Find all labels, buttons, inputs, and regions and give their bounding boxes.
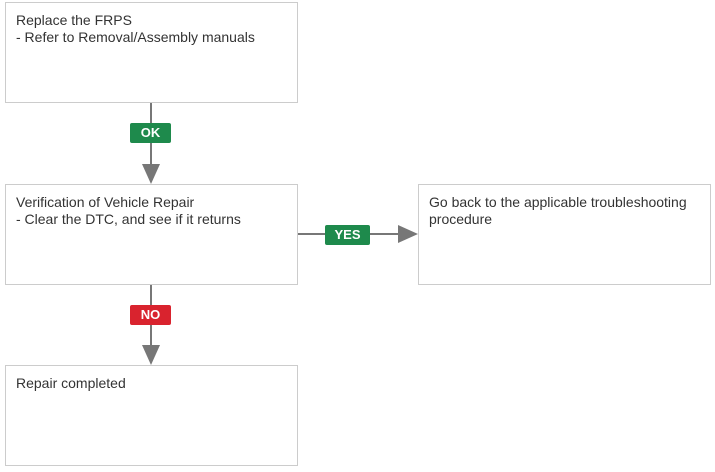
step-verification-detail: - Clear the DTC, and see if it returns <box>16 211 241 227</box>
arrowhead-yes <box>398 225 418 243</box>
step-verification-box: Verification of Vehicle Repair - Clear t… <box>5 184 298 285</box>
no-badge: NO <box>130 305 171 325</box>
arrowhead-ok <box>142 164 160 184</box>
connector-no <box>142 285 160 365</box>
step-repair-completed-box: Repair completed <box>5 365 298 466</box>
ok-badge: OK <box>130 123 171 143</box>
step-repair-completed-text: Repair completed <box>16 375 126 391</box>
connector-ok <box>142 103 160 184</box>
step-go-back-text: Go back to the applicable troubleshootin… <box>429 194 687 227</box>
step-verification-title: Verification of Vehicle Repair <box>16 194 195 210</box>
step-replace-frps-detail: - Refer to Removal/Assembly manuals <box>16 29 255 45</box>
step-replace-frps-title: Replace the FRPS <box>16 12 132 28</box>
step-go-back-box: Go back to the applicable troubleshootin… <box>418 184 711 285</box>
yes-badge: YES <box>325 225 370 245</box>
arrowhead-no <box>142 345 160 365</box>
step-replace-frps-box: Replace the FRPS - Refer to Removal/Asse… <box>5 2 298 103</box>
